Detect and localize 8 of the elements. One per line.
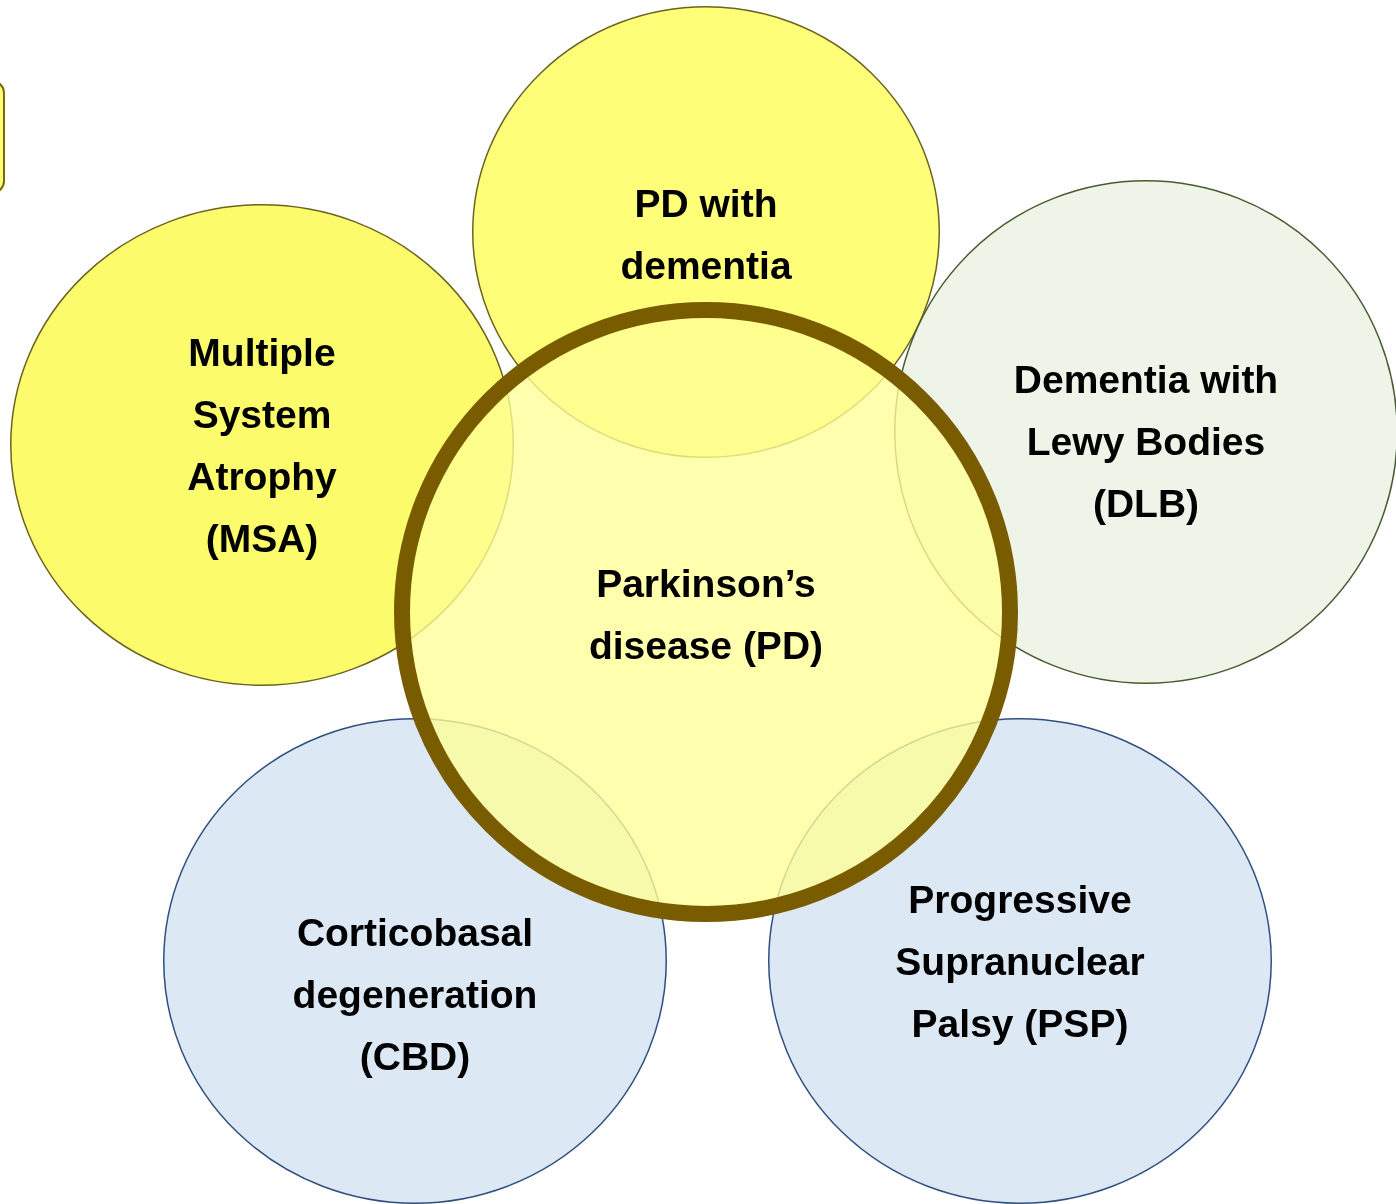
disease-circle xyxy=(163,718,667,1204)
circle-label: Progressive Supranuclear Palsy (PSP) xyxy=(894,877,1146,1047)
circle-label: Parkinson’s disease (PD) xyxy=(587,561,825,669)
circle-label: Corticobasal degeneration (CBD) xyxy=(291,910,539,1080)
disease-circle xyxy=(768,718,1272,1204)
circle-label: Dementia with Lewy Bodies (DLB) xyxy=(1013,357,1279,527)
circle-label: Multiple System Atrophy (MSA) xyxy=(186,330,338,562)
circle-label: PD with dementia xyxy=(619,181,793,289)
